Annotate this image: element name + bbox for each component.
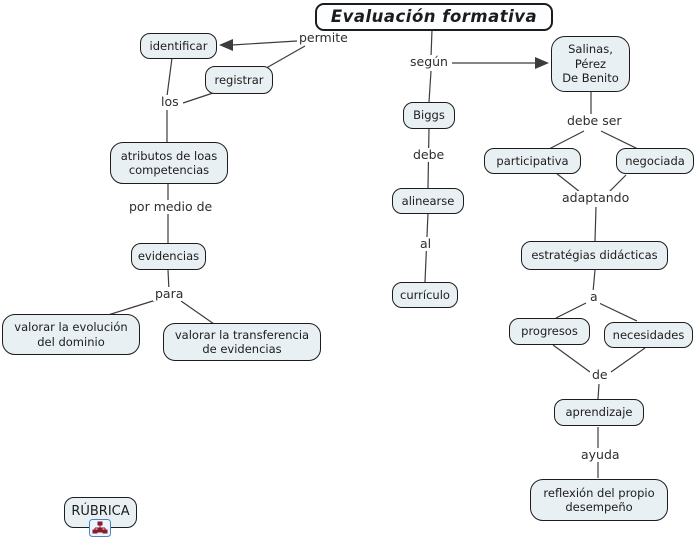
node-valorar-evolucion-dominio[interactable]: valorar la evolución del dominio bbox=[2, 314, 140, 355]
link-label-para[interactable]: para bbox=[153, 286, 186, 302]
edge-para-valorar-evolucion bbox=[107, 299, 157, 316]
edge-participativa-adaptando bbox=[555, 172, 581, 193]
edge-negociada-adaptando bbox=[607, 174, 627, 194]
link-label-debe-ser[interactable]: debe ser bbox=[565, 113, 624, 129]
node-registrar[interactable]: registrar bbox=[205, 66, 273, 94]
edge-necesidades-de bbox=[610, 347, 646, 373]
edge-de-aprendizaje bbox=[597, 383, 600, 400]
link-label-por-medio-de[interactable]: por medio de bbox=[127, 199, 215, 215]
edge-para-valorar-transferencia bbox=[180, 300, 215, 325]
edge-adaptando-estrategias bbox=[594, 206, 597, 242]
link-label-los[interactable]: los bbox=[159, 94, 181, 110]
edge-title-segun bbox=[430, 29, 433, 58]
node-alinearse[interactable]: alinearse bbox=[392, 188, 464, 214]
node-aprendizaje[interactable]: aprendizaje bbox=[554, 399, 644, 426]
link-label-a[interactable]: a bbox=[588, 289, 600, 305]
node-necesidades[interactable]: necesidades bbox=[604, 322, 693, 348]
node-progresos[interactable]: progresos bbox=[509, 318, 590, 345]
node-evidencias[interactable]: evidencias bbox=[131, 243, 206, 270]
link-label-debe[interactable]: debe bbox=[411, 147, 447, 163]
node-title-evaluacion-formativa[interactable]: Evaluación formativa bbox=[315, 3, 553, 31]
link-label-segun[interactable]: según bbox=[408, 54, 450, 70]
node-reflexion-propio-desempeno[interactable]: reflexión del propio desempeño bbox=[530, 479, 668, 521]
node-participativa[interactable]: participativa bbox=[484, 148, 581, 174]
link-label-al[interactable]: al bbox=[418, 236, 434, 252]
rubrica-resource-icon[interactable] bbox=[89, 519, 111, 537]
arrowhead-salinas bbox=[535, 57, 549, 69]
node-valorar-transferencia-evidencias[interactable]: valorar la transferencia de evidencias bbox=[163, 323, 321, 361]
node-biggs[interactable]: Biggs bbox=[403, 102, 455, 129]
edge-permite-identificar bbox=[231, 40, 298, 46]
arrowhead-identificar bbox=[219, 39, 233, 51]
edge-segun-biggs bbox=[428, 70, 432, 103]
edge-a-necesidades bbox=[598, 302, 638, 322]
link-label-permite[interactable]: permite bbox=[297, 30, 350, 46]
link-label-adaptando[interactable]: adaptando bbox=[560, 190, 632, 206]
node-negociada[interactable]: negociada bbox=[616, 148, 694, 174]
link-label-ayuda[interactable]: ayuda bbox=[579, 447, 622, 463]
edge-debeser-participativa bbox=[548, 130, 585, 150]
node-curriculo[interactable]: currículo bbox=[392, 282, 458, 308]
node-atributos-competencias[interactable]: atributos de loas competencias bbox=[110, 142, 228, 184]
edge-debeser-negociada bbox=[600, 130, 639, 150]
edge-progresos-de bbox=[552, 344, 591, 373]
edge-registrar-los bbox=[182, 92, 214, 104]
node-estrategias-didacticas[interactable]: estratégias didácticas bbox=[521, 241, 668, 270]
node-rubrica[interactable]: RÚBRICA bbox=[64, 497, 137, 528]
edge-identificar-los bbox=[166, 57, 173, 97]
link-label-de[interactable]: de bbox=[590, 367, 610, 383]
edge-estrategias-a bbox=[592, 269, 596, 293]
node-salinas-perez-de-benito[interactable]: Salinas, Pérez De Benito bbox=[551, 36, 630, 92]
edge-a-progresos bbox=[555, 302, 587, 319]
node-identificar[interactable]: identificar bbox=[140, 33, 217, 59]
